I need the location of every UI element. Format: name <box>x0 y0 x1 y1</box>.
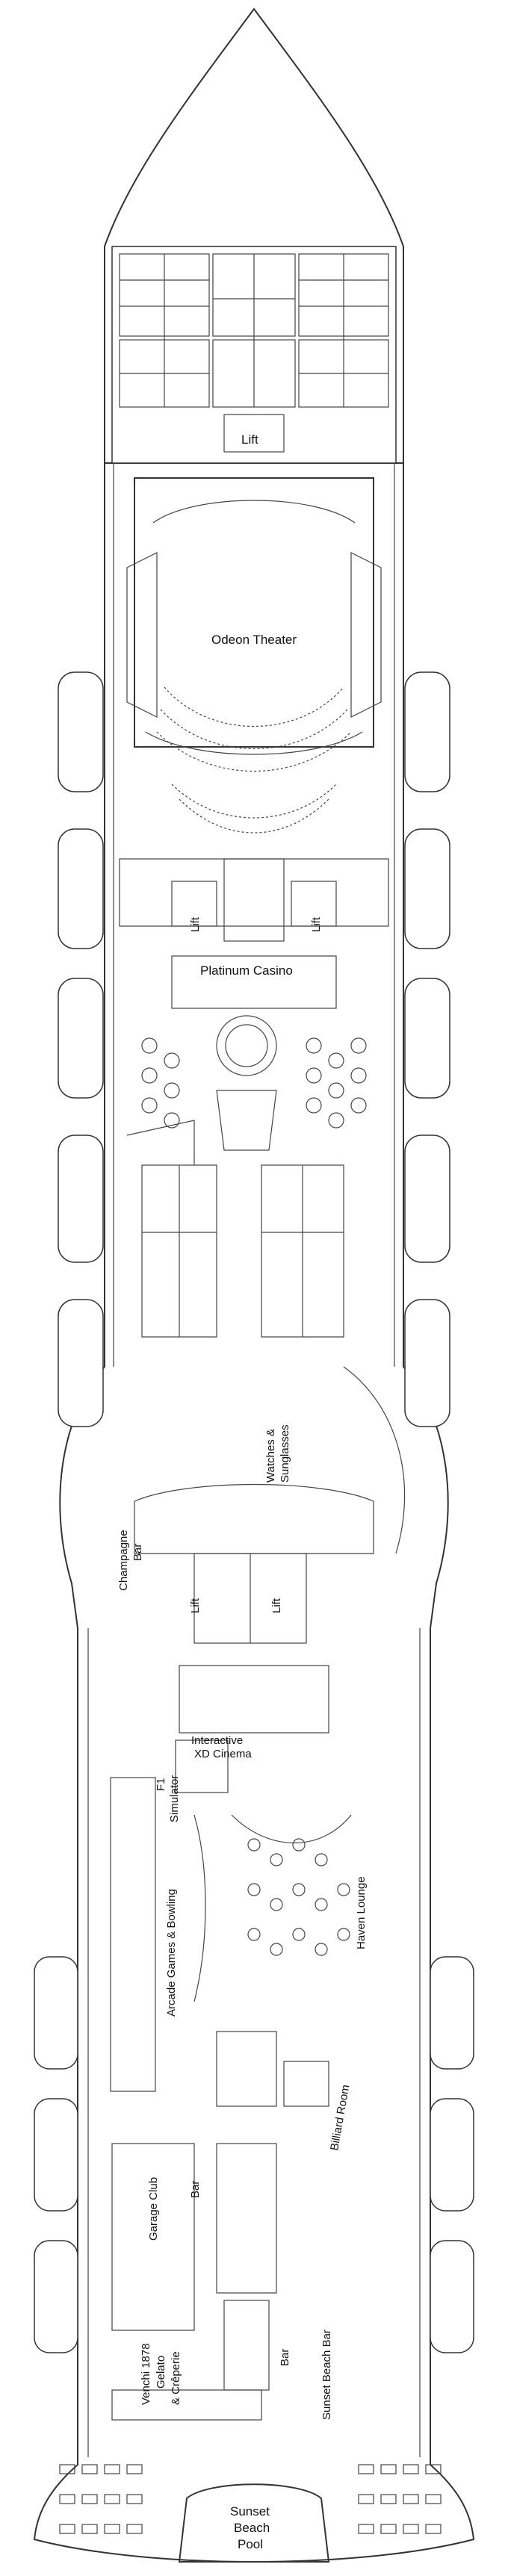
lift-label-casino-right: Lift <box>310 916 323 932</box>
f1-label-1: F1 <box>155 1778 167 1791</box>
lift-label-top: Lift <box>241 432 258 447</box>
bar-aft-label: Bar <box>279 2349 291 2366</box>
garage-club-label: Garage Club <box>147 2177 160 2241</box>
sunset-beach-bar-label: Sunset Beach Bar <box>320 2330 333 2420</box>
aft-structures <box>110 1665 352 2421</box>
haven-lounge-label: Haven Lounge <box>355 1876 368 1949</box>
platinum-casino-label: Platinum Casino <box>200 963 293 978</box>
watches-label-2: Sunglasses <box>279 1424 291 1483</box>
sunset-pool-label-2: Beach <box>234 2521 270 2535</box>
forward-cabins <box>111 246 397 464</box>
odeon-theater-area <box>126 477 382 834</box>
venchi-label-1: Venchi 1878 <box>140 2343 152 2405</box>
odeon-theater-label: Odeon Theater <box>211 633 297 647</box>
champagne-label-2: Bar <box>131 1544 144 1561</box>
champagne-label-1: Champagne <box>117 1530 130 1591</box>
lift-label-casino-left: Lift <box>189 916 202 932</box>
atrium-area <box>134 1366 406 1644</box>
arcade-label: Arcade Games & Bowling <box>165 1889 178 2017</box>
interactive-label-2: XD Cinema <box>194 1748 252 1760</box>
venchi-label-3: & Crêperie <box>170 2351 182 2405</box>
venchi-label-2: Gelato <box>155 2356 167 2389</box>
bar-mid-label: Bar <box>189 2181 202 2198</box>
interactive-label-1: Interactive <box>191 1734 243 1747</box>
sunset-pool-label-3: Pool <box>238 2537 263 2551</box>
sunset-beach-pool <box>59 2464 442 2563</box>
f1-label-2: Simulator <box>168 1775 181 1822</box>
casino-area <box>119 858 389 1151</box>
lift-label-mid-right: Lift <box>270 1598 283 1613</box>
sunset-pool-label-1: Sunset <box>230 2504 270 2518</box>
watches-label-1: Watches & <box>264 1429 277 1483</box>
mid-shops <box>126 1120 344 1338</box>
billiard-room-label: Billiard Room <box>328 2084 352 2152</box>
lift-label-mid-left: Lift <box>189 1598 202 1613</box>
lifeboats <box>34 671 474 2353</box>
